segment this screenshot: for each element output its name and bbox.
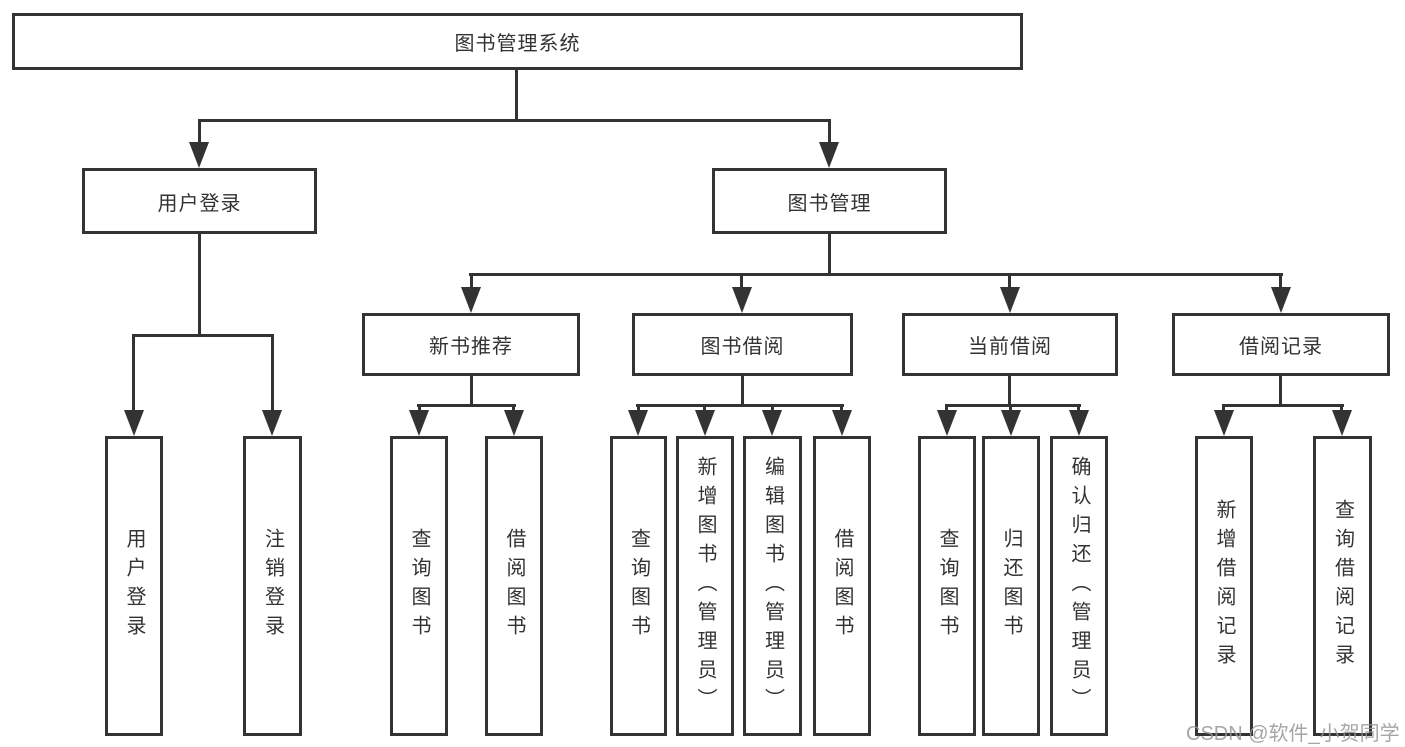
leaf-label: 借阅图书 (831, 528, 853, 644)
node-book-borrow-label: 图书借阅 (700, 336, 785, 358)
node-leaf-add-books: 新增图书（管理员） (676, 436, 734, 736)
arrow-down-icon (832, 410, 852, 436)
node-book-mgmt-label: 图书管理 (787, 192, 872, 215)
node-book-borrow: 图书借阅 (632, 313, 853, 376)
leaf-label: 编辑图书（管理员） (761, 455, 784, 717)
leaf-label: 查询图书 (408, 528, 430, 644)
connector-new-book-rec-rail (417, 404, 516, 407)
arrow-down-icon (504, 410, 524, 436)
arrow-down-icon (124, 410, 144, 436)
node-new-book-rec-label: 新书推荐 (429, 336, 513, 358)
node-new-book-rec: 新书推荐 (362, 313, 580, 376)
node-leaf-add-borrow-record: 新增借阅记录 (1195, 436, 1253, 736)
node-leaf-borrow-books-1: 借阅图书 (485, 436, 543, 736)
node-book-mgmt: 图书管理 (712, 168, 947, 234)
node-leaf-logout: 注销登录 (243, 436, 302, 736)
arrow-down-icon (695, 410, 715, 436)
arrow-down-icon (937, 410, 957, 436)
connector-stem-borrow-records (1279, 273, 1282, 295)
node-user-login-label: 用户登录 (157, 192, 242, 215)
node-leaf-query-borrow-record: 查询借阅记录 (1313, 436, 1372, 736)
connector-stem-leaf-logout (271, 334, 274, 414)
connector-stem-book-borrow (740, 273, 743, 295)
arrow-down-icon (1271, 287, 1291, 313)
connector-book-borrow-rail (636, 404, 844, 407)
connector-stem-book-mgmt (828, 119, 831, 152)
connector-user-login-rail (132, 334, 274, 337)
csdn-watermark: CSDN @软件_小贺同学 (1186, 723, 1400, 745)
connector-new-book-rec-stem (470, 374, 473, 407)
connector-stem-user-login (198, 119, 201, 152)
node-leaf-query-books-2: 查询图书 (610, 436, 667, 736)
leaf-label: 新增借阅记录 (1213, 499, 1235, 673)
node-leaf-edit-books: 编辑图书（管理员） (743, 436, 802, 736)
connector-current-borrow-stem (1008, 374, 1011, 407)
leaf-label: 查询借阅记录 (1331, 499, 1354, 673)
connector-current-borrow-rail (945, 404, 1081, 407)
leaf-label: 新增图书（管理员） (694, 455, 716, 717)
arrow-down-icon (732, 287, 752, 313)
connector-level3-rail (469, 273, 1283, 276)
node-root-label: 图书管理系统 (454, 33, 581, 55)
arrow-down-icon (461, 287, 481, 313)
connector-stem-leaf-user-login (132, 334, 135, 414)
node-borrow-records-label: 借阅记录 (1239, 336, 1323, 358)
node-leaf-confirm-return: 确认归还（管理员） (1050, 436, 1108, 736)
connector-root-stem (515, 68, 518, 122)
arrow-down-icon (819, 142, 839, 168)
connector-book-mgmt-stem (828, 232, 831, 276)
leaf-label: 用户登录 (123, 528, 145, 644)
connector-stem-new-book-rec (470, 273, 473, 295)
leaf-label: 借阅图书 (503, 528, 525, 644)
node-leaf-user-login: 用户登录 (105, 436, 163, 736)
leaf-label: 确认归还（管理员） (1068, 455, 1090, 717)
arrow-down-icon (762, 410, 782, 436)
node-root: 图书管理系统 (12, 13, 1023, 70)
leaf-label: 查询图书 (627, 528, 650, 644)
node-user-login: 用户登录 (82, 168, 317, 234)
connector-stem-current-borrow (1008, 273, 1011, 295)
node-leaf-query-books-3: 查询图书 (918, 436, 976, 736)
arrow-down-icon (628, 410, 648, 436)
node-borrow-records: 借阅记录 (1172, 313, 1390, 376)
arrow-down-icon (1332, 410, 1352, 436)
connector-book-borrow-stem (741, 374, 744, 407)
leaf-label: 查询图书 (936, 528, 958, 644)
arrow-down-icon (189, 142, 209, 168)
arrow-down-icon (1000, 287, 1020, 313)
connector-user-login-stem (198, 232, 201, 337)
connector-borrow-records-rail (1222, 404, 1344, 407)
arrow-down-icon (262, 410, 282, 436)
node-leaf-borrow-books-2: 借阅图书 (813, 436, 871, 736)
arrow-down-icon (409, 410, 429, 436)
node-leaf-query-books-1: 查询图书 (390, 436, 448, 736)
arrow-down-icon (1214, 410, 1234, 436)
leaf-label: 注销登录 (261, 528, 284, 644)
leaf-label: 归还图书 (1000, 528, 1022, 644)
node-current-borrow: 当前借阅 (902, 313, 1118, 376)
arrow-down-icon (1001, 410, 1021, 436)
node-leaf-return-books: 归还图书 (982, 436, 1040, 736)
connector-borrow-records-stem (1279, 374, 1282, 407)
node-current-borrow-label: 当前借阅 (968, 336, 1052, 358)
arrow-down-icon (1069, 410, 1089, 436)
connector-level2-rail (198, 119, 831, 122)
